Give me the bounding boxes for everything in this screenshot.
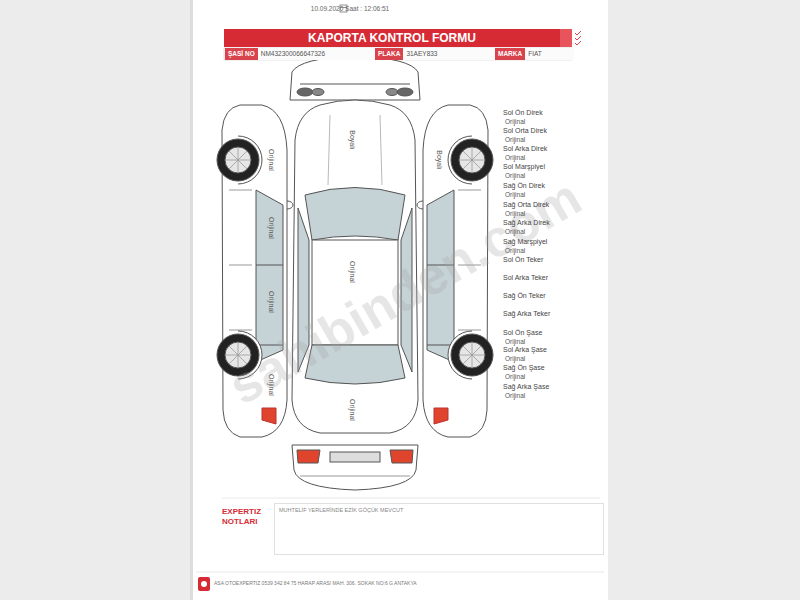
part-status: Orijinal (267, 149, 275, 171)
field-cell: ŞASİ NONM432300066647326 (225, 48, 377, 60)
list-item: Sağ Orta Direk (503, 201, 549, 209)
list-status: Orijinal (505, 154, 525, 161)
list-item: Sağ Arka Teker (503, 310, 550, 318)
check-area (560, 29, 572, 47)
front-view (292, 445, 418, 490)
title-band (224, 29, 572, 47)
list-status: Orijinal (505, 228, 525, 235)
paper (193, 0, 608, 600)
list-item: Sağ Marşpiyel (503, 238, 547, 246)
separator (222, 498, 600, 499)
field-value: FIAT (525, 48, 574, 60)
list-item: Sol Ön Şase (503, 329, 542, 337)
list-item: Sol Marşpiyel (503, 163, 545, 171)
part-status: Orijinal (267, 217, 275, 239)
list-status: Orijinal (505, 191, 525, 198)
part-status: Orijinal (267, 291, 275, 313)
field-cell: PLAKA31AEY833 (375, 48, 497, 60)
logo (201, 581, 207, 587)
list-item: Sol Arka Şase (503, 346, 547, 354)
list-status: Orijinal (505, 118, 525, 125)
field-cell: MARKAFIAT (495, 48, 574, 60)
list-status: Orijinal (505, 172, 525, 179)
list-item: Sağ Arka Şase (503, 383, 549, 391)
field-label: PLAKA (375, 48, 403, 60)
logo (198, 577, 210, 591)
list-status: Orijinal (505, 210, 525, 217)
check-icons (575, 31, 581, 45)
list-status: Orijinal (505, 355, 525, 362)
notes-box: EXPERTIZ NOTLARIMUHTELİF YERLERİNDE EZİK… (222, 503, 604, 563)
part-status: Orijinal (348, 261, 356, 283)
part-status: Boyalı (348, 130, 356, 149)
footer-text: ASA OTOEXPERTIZ 0539 342 84 75 HARAP ARA… (214, 581, 417, 587)
list-status: Orijinal (505, 247, 525, 254)
list-status: Orijinal (505, 338, 525, 345)
separator (196, 572, 604, 573)
list-status: Orijinal (505, 392, 525, 399)
part-status: Orijinal (348, 399, 356, 421)
list-item: Sağ Arka Direk (503, 219, 550, 227)
check-icons (575, 31, 581, 45)
part-status: Boyalı (435, 150, 443, 169)
field-label: MARKA (495, 48, 525, 60)
field-value: NM432300066647326 (258, 48, 377, 60)
list-item: Sol Arka Direk (503, 145, 547, 153)
list-item: Sol Ön Teker (503, 256, 543, 264)
list-status: Orijinal (505, 136, 525, 143)
list-item: Sol Ön Direk (503, 109, 543, 117)
notes-heading: EXPERTIZ NOTLARI (222, 503, 274, 526)
list-item: Sol Arka Teker (503, 274, 548, 282)
form-title: KAPORTA KONTROL FORMU (224, 29, 560, 47)
list-status: Orijinal (505, 373, 525, 380)
header-row (224, 48, 572, 60)
list-item: Sağ Ön Direk (503, 182, 545, 190)
part-status: Orijinal (267, 374, 275, 396)
paper-shadow (190, 0, 193, 600)
notes-text: MUHTELİF YERLERİNDE EZİK GÖÇÜK MEVCUT (274, 503, 604, 555)
list-item: Sağ Ön Şase (503, 364, 545, 372)
list-item: Sağ Ön Teker (503, 292, 546, 300)
field-value: 31AEY833 (403, 48, 497, 60)
rear-view (290, 56, 420, 100)
list-item: Sol Orta Direk (503, 127, 547, 135)
field-label: ŞASİ NO (225, 48, 258, 60)
date-stamp: 10.09.2020 Saat : 12:06:51 (311, 5, 389, 12)
